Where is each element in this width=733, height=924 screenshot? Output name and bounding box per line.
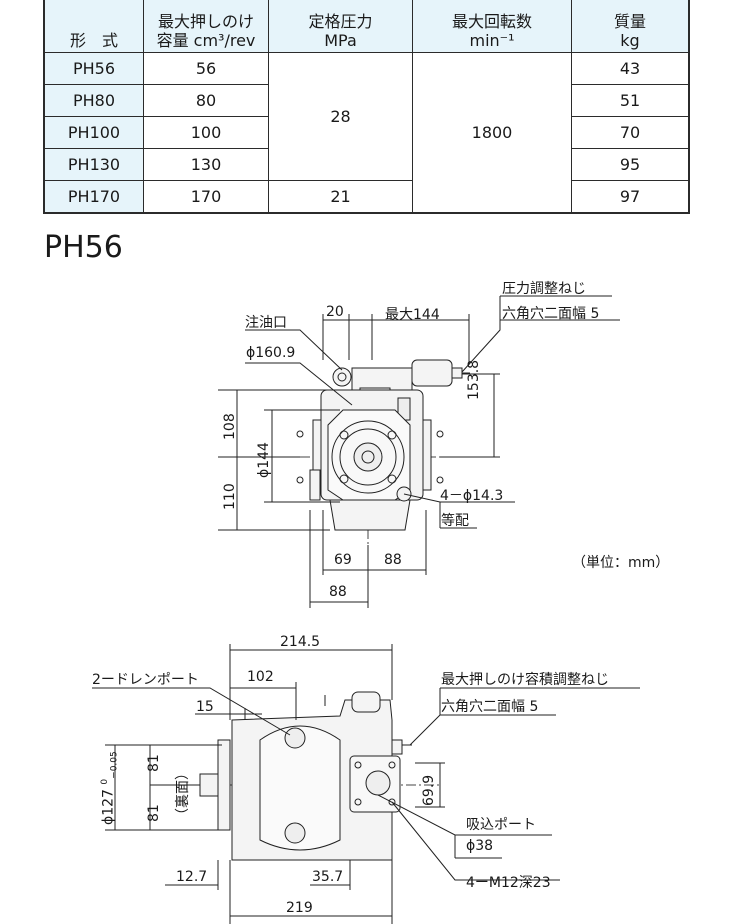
dim-110: 110 — [222, 483, 238, 510]
tapped-holes-label: 4ーM12深23 — [466, 875, 551, 891]
model-title: PH56 — [44, 230, 123, 265]
dim-102: 102 — [247, 669, 274, 685]
dim-35-7: 35.7 — [312, 869, 344, 885]
cell-displacement: 80 — [143, 84, 269, 117]
cell-model: PH56 — [43, 52, 144, 85]
dim-phi127-value: ϕ127 — [100, 789, 117, 825]
front-view-drawing — [218, 295, 620, 608]
cell-displacement: 100 — [143, 116, 269, 149]
cell-mass: 70 — [571, 116, 690, 149]
cell-mass: 43 — [571, 52, 690, 85]
dim-88-upper: 88 — [384, 552, 402, 568]
cell-model: PH170 — [43, 180, 144, 214]
dim-108: 108 — [222, 413, 238, 440]
dim-219: 219 — [286, 900, 313, 916]
dim-20: 20 — [326, 304, 344, 320]
dim-153: 153.8 — [466, 359, 482, 400]
hex-width-label-2: 六角穴二面幅 5 — [441, 699, 539, 715]
dim-phi160: ϕ160.9 — [246, 345, 296, 361]
cell-mass: 95 — [571, 148, 690, 181]
cell-displacement: 170 — [143, 180, 269, 214]
table-row: PH80 80 51 — [43, 84, 690, 117]
suction-port-label: 吸込ポート — [466, 817, 536, 833]
table-row: PH170 170 21 97 — [43, 180, 690, 214]
dim-phi127: ϕ127 0−0.05 — [100, 751, 119, 825]
fill-port-label: 注油口 — [245, 315, 287, 331]
cell-mass: 97 — [571, 180, 690, 214]
dim-214: 214.5 — [280, 634, 321, 650]
table-row: PH100 100 70 — [43, 116, 690, 149]
cell-mass: 51 — [571, 84, 690, 117]
dim-81-lower: 81 — [146, 804, 162, 822]
max-displacement-label: 最大押しのけ容積調整ねじ — [441, 672, 609, 688]
header-model: 形 式 — [43, 0, 144, 53]
pressure-adjust-label: 圧力調整ねじ — [502, 281, 586, 297]
header-displacement: 最大押しのけ容量 cm³/rev — [143, 0, 269, 53]
cell-displacement: 56 — [143, 52, 269, 85]
drain-port-label: 2ードレンポート — [92, 672, 199, 688]
dim-max144: 最大144 — [385, 307, 440, 323]
cell-pressure-merged: 28 — [268, 52, 413, 181]
dim-69: 69 — [334, 552, 352, 568]
hex-width-label: 六角穴二面幅 5 — [502, 306, 600, 322]
cell-displacement: 130 — [143, 148, 269, 181]
tolerance-lower: −0.05 — [109, 751, 120, 779]
cell-speed-merged: 1800 — [412, 52, 572, 214]
cell-model: PH130 — [43, 148, 144, 181]
back-side-label: （裏面） — [175, 766, 191, 822]
suction-diameter-label: ϕ38 — [466, 838, 494, 854]
dim-69-9: 69.9 — [421, 774, 437, 806]
table-row: PH130 130 95 — [43, 148, 690, 181]
dim-12-7: 12.7 — [176, 869, 208, 885]
tolerance-upper: 0 — [100, 778, 110, 785]
cell-model: PH100 — [43, 116, 144, 149]
dim-phi144: ϕ144 — [256, 442, 272, 478]
holes-label: 4－ϕ14.3 — [440, 488, 504, 504]
dim-15: 15 — [196, 699, 214, 715]
dim-88-lower: 88 — [329, 584, 347, 600]
cell-pressure-last: 21 — [268, 180, 413, 214]
unit-label: （単位：mm） — [572, 555, 670, 571]
equal-spacing-label: 等配 — [441, 513, 469, 529]
table-row: PH56 56 28 1800 43 — [43, 52, 690, 214]
side-view-drawing — [92, 644, 640, 924]
dim-81-upper: 81 — [146, 754, 162, 772]
